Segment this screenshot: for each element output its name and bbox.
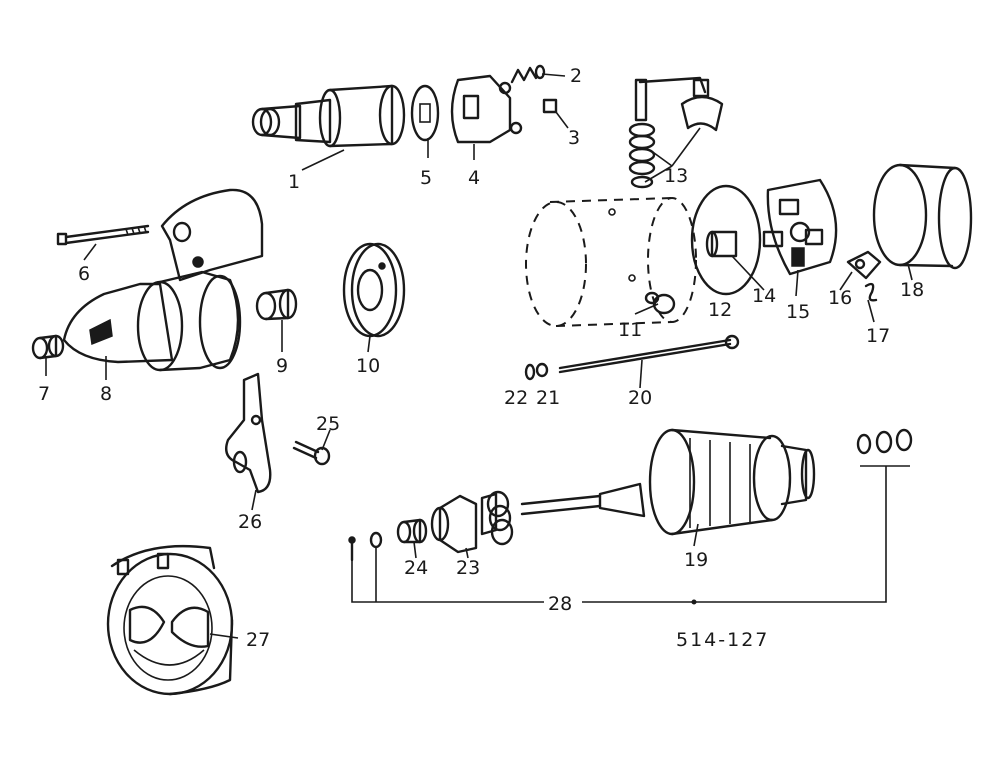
part-16-brush bbox=[846, 250, 882, 280]
callout-21: 21 bbox=[536, 387, 560, 409]
callout-13: 13 bbox=[664, 165, 688, 187]
callout-15: 15 bbox=[786, 301, 810, 323]
callout-18: 18 bbox=[900, 279, 924, 301]
part-6-bolt bbox=[56, 224, 150, 246]
callout-19: 19 bbox=[684, 549, 708, 571]
callout-22: 22 bbox=[504, 387, 528, 409]
part-1-solenoid-plunger bbox=[251, 84, 406, 148]
callout-3: 3 bbox=[568, 127, 580, 149]
callout-7: 7 bbox=[38, 383, 50, 405]
part-24-bushing bbox=[396, 518, 428, 544]
callout-17: 17 bbox=[866, 325, 890, 347]
callout-8: 8 bbox=[100, 383, 112, 405]
callout-12: 12 bbox=[708, 299, 732, 321]
part-12-plate bbox=[690, 184, 762, 296]
part-4-solenoid-cover bbox=[450, 74, 523, 144]
part-20-through-bolt bbox=[558, 334, 740, 374]
part-27-field-coil-housing bbox=[106, 544, 234, 696]
part-5-gasket bbox=[410, 84, 440, 142]
callout-1: 1 bbox=[288, 171, 300, 193]
part-17-brush-spring bbox=[864, 282, 878, 302]
part-18-cover-band bbox=[872, 163, 973, 270]
callout-16: 16 bbox=[828, 287, 852, 309]
yoke-frame-outline bbox=[525, 197, 697, 327]
callout-labels: 1 2 3 4 5 6 7 8 9 10 11 12 13 14 15 16 1… bbox=[38, 65, 924, 651]
part-13-brush-spring-set bbox=[628, 76, 724, 189]
callout-2: 2 bbox=[570, 65, 582, 87]
part-23-drive-pinion-assembly bbox=[430, 490, 514, 554]
callout-14: 14 bbox=[752, 285, 776, 307]
drawing-reference-code: 514-127 bbox=[676, 629, 769, 651]
part-21-washer bbox=[535, 362, 549, 378]
part-7-bushing bbox=[31, 334, 65, 360]
part-14-bushing bbox=[705, 230, 738, 258]
part-2-spring bbox=[510, 64, 546, 84]
callout-5: 5 bbox=[420, 167, 432, 189]
leader-lines bbox=[45, 73, 913, 639]
callout-26: 26 bbox=[238, 511, 262, 533]
callout-11: 11 bbox=[618, 319, 642, 341]
part-3-nut bbox=[542, 98, 558, 114]
callout-9: 9 bbox=[276, 355, 288, 377]
part-10-intermediate-plate bbox=[342, 242, 406, 338]
callout-27: 27 bbox=[246, 629, 270, 651]
callout-10: 10 bbox=[356, 355, 380, 377]
part-9-bushing bbox=[255, 288, 298, 321]
callout-20: 20 bbox=[628, 387, 652, 409]
part-26-shift-lever bbox=[225, 372, 272, 494]
part-28-hardware-kit bbox=[348, 428, 913, 562]
callout-6: 6 bbox=[78, 263, 90, 285]
part-11-screw bbox=[644, 291, 676, 315]
callout-24: 24 bbox=[404, 557, 428, 579]
callout-25: 25 bbox=[316, 413, 340, 435]
part-19-armature bbox=[520, 428, 816, 536]
callout-23: 23 bbox=[456, 557, 480, 579]
callout-4: 4 bbox=[468, 167, 480, 189]
part-15-commutator-end-head bbox=[762, 178, 838, 276]
part-22-washer bbox=[524, 363, 536, 381]
part-8-drive-housing bbox=[62, 188, 264, 372]
callout-28: 28 bbox=[548, 593, 572, 615]
